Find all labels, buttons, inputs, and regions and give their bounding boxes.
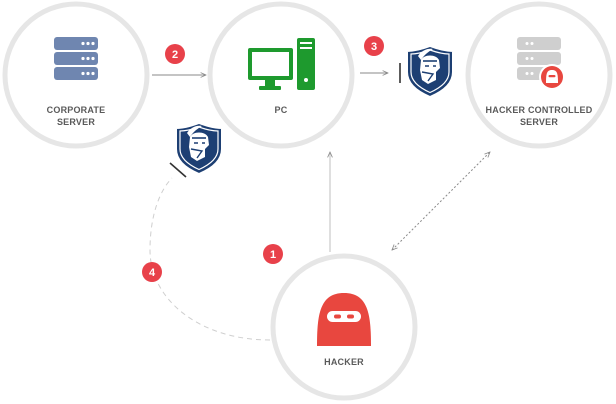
corporate-server-label-line1: CORPORATE: [46, 105, 106, 115]
step-badge-1: 1: [263, 244, 283, 264]
step-badge-4: 4: [142, 262, 162, 282]
hacker-server-icon: [517, 37, 565, 90]
step-badge-2: 2: [165, 44, 185, 64]
hacker-server-label-line1: HACKER CONTROLLED: [485, 105, 593, 115]
desktop-computer-icon: [248, 38, 315, 90]
step-badge-3: 3: [364, 36, 384, 56]
corporate-server-label: CORPORATE SERVER: [1, 104, 151, 128]
database-server-icon: [54, 37, 98, 80]
pc-label: PC: [206, 104, 356, 116]
warrior-shield-icon: [175, 122, 223, 175]
step-number-2: 2: [172, 49, 178, 61]
hacker-server-label: HACKER CONTROLLED SERVER: [464, 104, 614, 128]
step-number-4: 4: [149, 267, 156, 279]
warrior-shield-icon: [406, 45, 454, 98]
hooded-hacker-icon: [317, 293, 371, 346]
hacker-label-text: HACKER: [324, 357, 364, 367]
corporate-server-label-line2: SERVER: [56, 117, 96, 127]
dashed-path-step-4: [149, 177, 271, 341]
step-number-3: 3: [371, 41, 377, 53]
pc-label-text: PC: [274, 105, 288, 115]
block-bar-4: [169, 162, 187, 178]
step-number-1: 1: [270, 249, 276, 261]
hacker-server-label-line2: SERVER: [519, 117, 559, 127]
arrow-hacker-to-hacker-server: [392, 152, 490, 250]
hacker-label: HACKER: [269, 356, 419, 368]
